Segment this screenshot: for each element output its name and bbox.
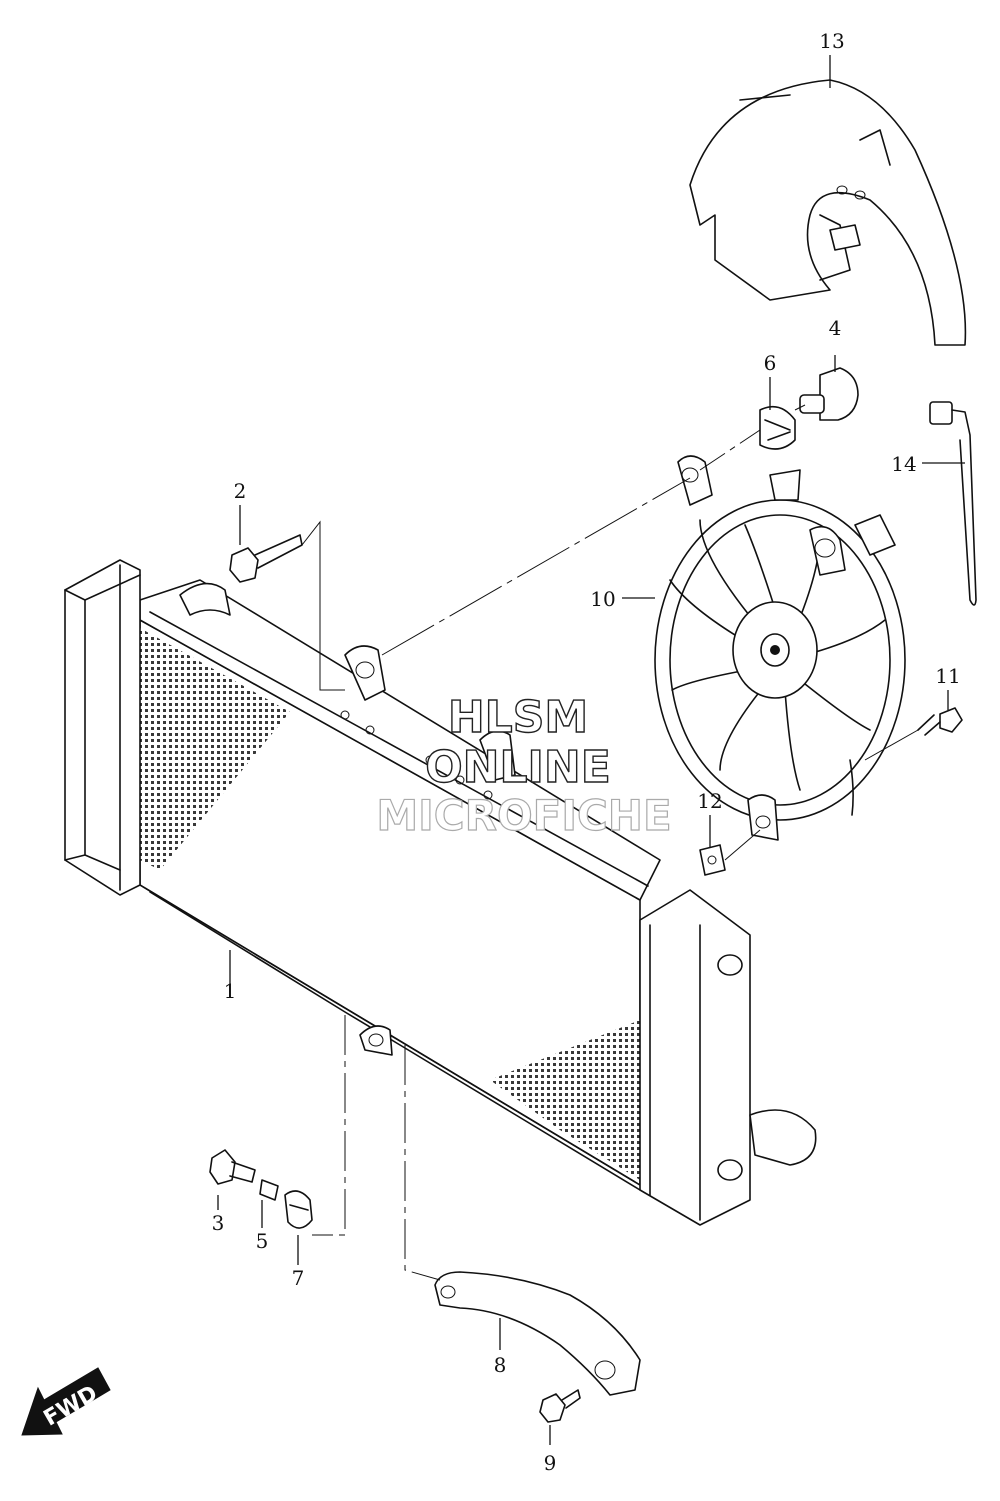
part-5-collar xyxy=(259,1179,279,1201)
radiator-left-tank xyxy=(64,559,231,896)
part-3-bolt xyxy=(209,1149,256,1185)
part-14-wire-clamp xyxy=(929,401,977,606)
part-12-nut xyxy=(699,844,726,876)
part-11-bolt xyxy=(917,707,963,736)
fwd-arrow-icon xyxy=(21,1367,111,1436)
callout-14: 14 xyxy=(891,452,916,476)
watermark: HLSM ONLINE MICROFICHE xyxy=(376,691,672,840)
watermark-line-1: HLSM xyxy=(448,692,588,743)
callout-13: 13 xyxy=(819,29,844,53)
callout-6: 6 xyxy=(764,351,777,375)
part-8-lower-bracket xyxy=(434,1271,641,1396)
callout-4: 4 xyxy=(829,316,842,340)
part-2-bolt xyxy=(229,534,303,583)
radiator-core xyxy=(139,579,661,1191)
callout-12: 12 xyxy=(697,789,722,813)
fan-shroud-cover xyxy=(689,79,967,346)
part-9-bolt xyxy=(539,1389,581,1423)
callout-10: 10 xyxy=(590,587,615,611)
cooling-fan-assembly xyxy=(654,455,906,841)
fwd-direction-badge: FWD xyxy=(21,1367,111,1436)
part-7-grommet xyxy=(284,1190,313,1229)
radiator-right-tank xyxy=(639,889,817,1226)
callout-5: 5 xyxy=(256,1229,269,1253)
callout-2: 2 xyxy=(234,479,247,503)
radiator-fan-bracket xyxy=(340,645,516,1056)
callout-1: 1 xyxy=(224,979,237,1003)
watermark-line-2: ONLINE xyxy=(425,742,611,793)
callout-8: 8 xyxy=(494,1353,507,1377)
watermark-line-3: MICROFICHE xyxy=(376,791,671,840)
callout-9: 9 xyxy=(544,1451,557,1475)
callout-3: 3 xyxy=(212,1211,225,1235)
leader-lines xyxy=(217,55,965,1445)
callout-7: 7 xyxy=(292,1266,305,1290)
callout-11: 11 xyxy=(935,664,960,688)
part-6-grommet xyxy=(759,405,796,450)
part-4-bushing xyxy=(799,367,859,421)
